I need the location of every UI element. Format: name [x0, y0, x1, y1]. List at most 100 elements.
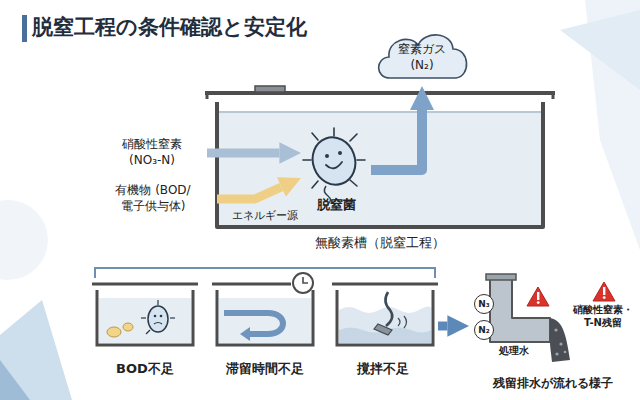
- bacterium-drawing: [338, 151, 342, 155]
- bacterium-drawing: [312, 133, 318, 140]
- retention-shortage-tank: [293, 273, 313, 293]
- bod-shortage-tank: [141, 317, 146, 318]
- node-text: 無酸素槽（脱窒工程）: [315, 235, 445, 252]
- bod-shortage-tank: [154, 315, 157, 318]
- input-label: 硝酸性窒素 (NO₃-N): [101, 134, 203, 172]
- energy-source-label: エネルギー源: [230, 209, 300, 223]
- bod-shortage-tank: [92, 283, 198, 286]
- discharge-pipe-drawing: [486, 274, 516, 280]
- bacterium-drawing: [306, 131, 362, 190]
- bacterium-drawing: [326, 162, 342, 168]
- node-text: 残留排水が流れる様子: [493, 376, 613, 392]
- node-text: 有機物 (BOD/電子供与体): [96, 183, 210, 214]
- bod-shortage-tank: [170, 317, 175, 318]
- background-decor: [0, 300, 72, 400]
- residual-nitrogen-label: 硝酸性窒素・T-N残留: [572, 304, 634, 329]
- mixing-shortage-tank: [374, 324, 392, 335]
- title-bar: [22, 15, 27, 42]
- connector-group: [207, 110, 447, 326]
- node-text: BOD不足: [116, 361, 174, 378]
- node-text: 窒素ガス (N₂): [390, 42, 454, 73]
- anoxic-tank-drawing: [206, 93, 209, 99]
- bod-shortage-tank: [160, 315, 163, 318]
- bod-shortage-tank: [141, 300, 175, 334]
- warning-icon: [603, 296, 606, 299]
- retention-shortage-tank: [212, 273, 313, 345]
- bacterium-drawing: [303, 159, 311, 161]
- bod-shortage-tank: [154, 323, 162, 325]
- bracket: [95, 268, 435, 278]
- bod-shortage-tank: [107, 327, 121, 337]
- retention-shortage-tank: [219, 298, 311, 343]
- bracket: [95, 268, 435, 278]
- flow-arrow: [371, 110, 422, 170]
- condition-tank: 撹拌不足: [330, 278, 435, 378]
- bod-shortage-tank: [146, 330, 150, 334]
- mixing-shortage-tank: [398, 316, 407, 328]
- anoxic-tank-drawing: [217, 102, 543, 227]
- warning-icon: [537, 292, 539, 300]
- flow-arrow: [217, 187, 281, 199]
- discharge-pipe-drawing: [564, 351, 567, 354]
- discharge-pipe: N₃ N₂ 残留排水が流れる様子: [470, 278, 636, 392]
- warning-icon: [527, 282, 615, 306]
- bacterium-drawing: [333, 128, 335, 136]
- anoxic-tank-drawing: [255, 86, 285, 92]
- retention-shortage-tank: [224, 313, 283, 334]
- background-decor: [0, 360, 30, 400]
- mixing-shortage-tank: [385, 292, 392, 326]
- mixing-shortage-tank: [332, 283, 438, 286]
- background-decor: [560, 10, 640, 90]
- discharge-pipe-drawing: [486, 274, 570, 362]
- node-text: 撹拌不足: [357, 361, 409, 378]
- flow-arrow: [207, 149, 279, 158]
- input-label: 有機物 (BOD/電子供与体): [93, 180, 213, 218]
- treated-water-label: 処理水: [494, 345, 534, 358]
- nitrogen-bubble: N₃: [474, 294, 494, 314]
- page-title: 脱窒工程の条件確認と安定化: [32, 13, 307, 41]
- mixing-shortage-tank: [337, 290, 433, 345]
- gas-cloud: 窒素ガス (N₂): [372, 26, 472, 84]
- bacterium-drawing: [325, 154, 329, 158]
- bod-shortage-tank: [157, 300, 158, 305]
- background-decor: [0, 200, 48, 280]
- bod-shortage-tank: [123, 323, 133, 331]
- retention-shortage-tank: [212, 283, 291, 286]
- warning-icon: [603, 287, 605, 295]
- node-text: 滞留時間不足: [226, 361, 304, 378]
- discharge-pipe-drawing: [550, 318, 570, 362]
- denitrifying-bacteria: 脱窒菌: [303, 132, 369, 214]
- anoxic-tank-drawing: [552, 93, 555, 99]
- node-text: 脱窒菌: [317, 197, 356, 214]
- bacterium-drawing: [303, 128, 365, 204]
- bod-shortage-tank: [97, 290, 193, 345]
- anoxic-tank: 脱窒菌無酸素槽（脱窒工程）: [215, 92, 545, 252]
- bod-shortage-tank: [92, 284, 198, 345]
- retention-shortage-tank: [240, 327, 250, 341]
- anoxic-tank-drawing: [219, 111, 541, 113]
- condition-tank: 滞留時間不足: [210, 278, 320, 378]
- node-text: 硝酸性窒素 (NO₃-N): [104, 137, 200, 168]
- bod-shortage-tank: [99, 298, 191, 343]
- discharge-pipe-drawing: [559, 342, 562, 345]
- bacterium-drawing: [357, 159, 365, 161]
- nitrogen-bubble: N₂: [474, 320, 494, 340]
- bod-shortage-tank: [148, 306, 168, 332]
- discharge-pipe-drawing: [554, 328, 557, 331]
- node-text: N₃: [478, 300, 489, 309]
- condition-tank: BOD不足: [90, 278, 200, 378]
- mixing-shortage-tank: [339, 306, 431, 343]
- flow-arrow: [438, 322, 447, 331]
- discharge-pipe-drawing: [555, 352, 558, 355]
- bacterium-drawing: [350, 180, 357, 186]
- cloud-outline: [379, 35, 467, 78]
- retention-shortage-tank: [217, 290, 313, 345]
- discharge-pipe-drawing: [490, 278, 550, 342]
- node-text: N₂: [478, 326, 489, 335]
- bacterium-drawing: [350, 134, 357, 141]
- warning-icon: [537, 301, 540, 304]
- retention-shortage-tank: [303, 277, 308, 283]
- mixing-shortage-tank: [332, 284, 438, 345]
